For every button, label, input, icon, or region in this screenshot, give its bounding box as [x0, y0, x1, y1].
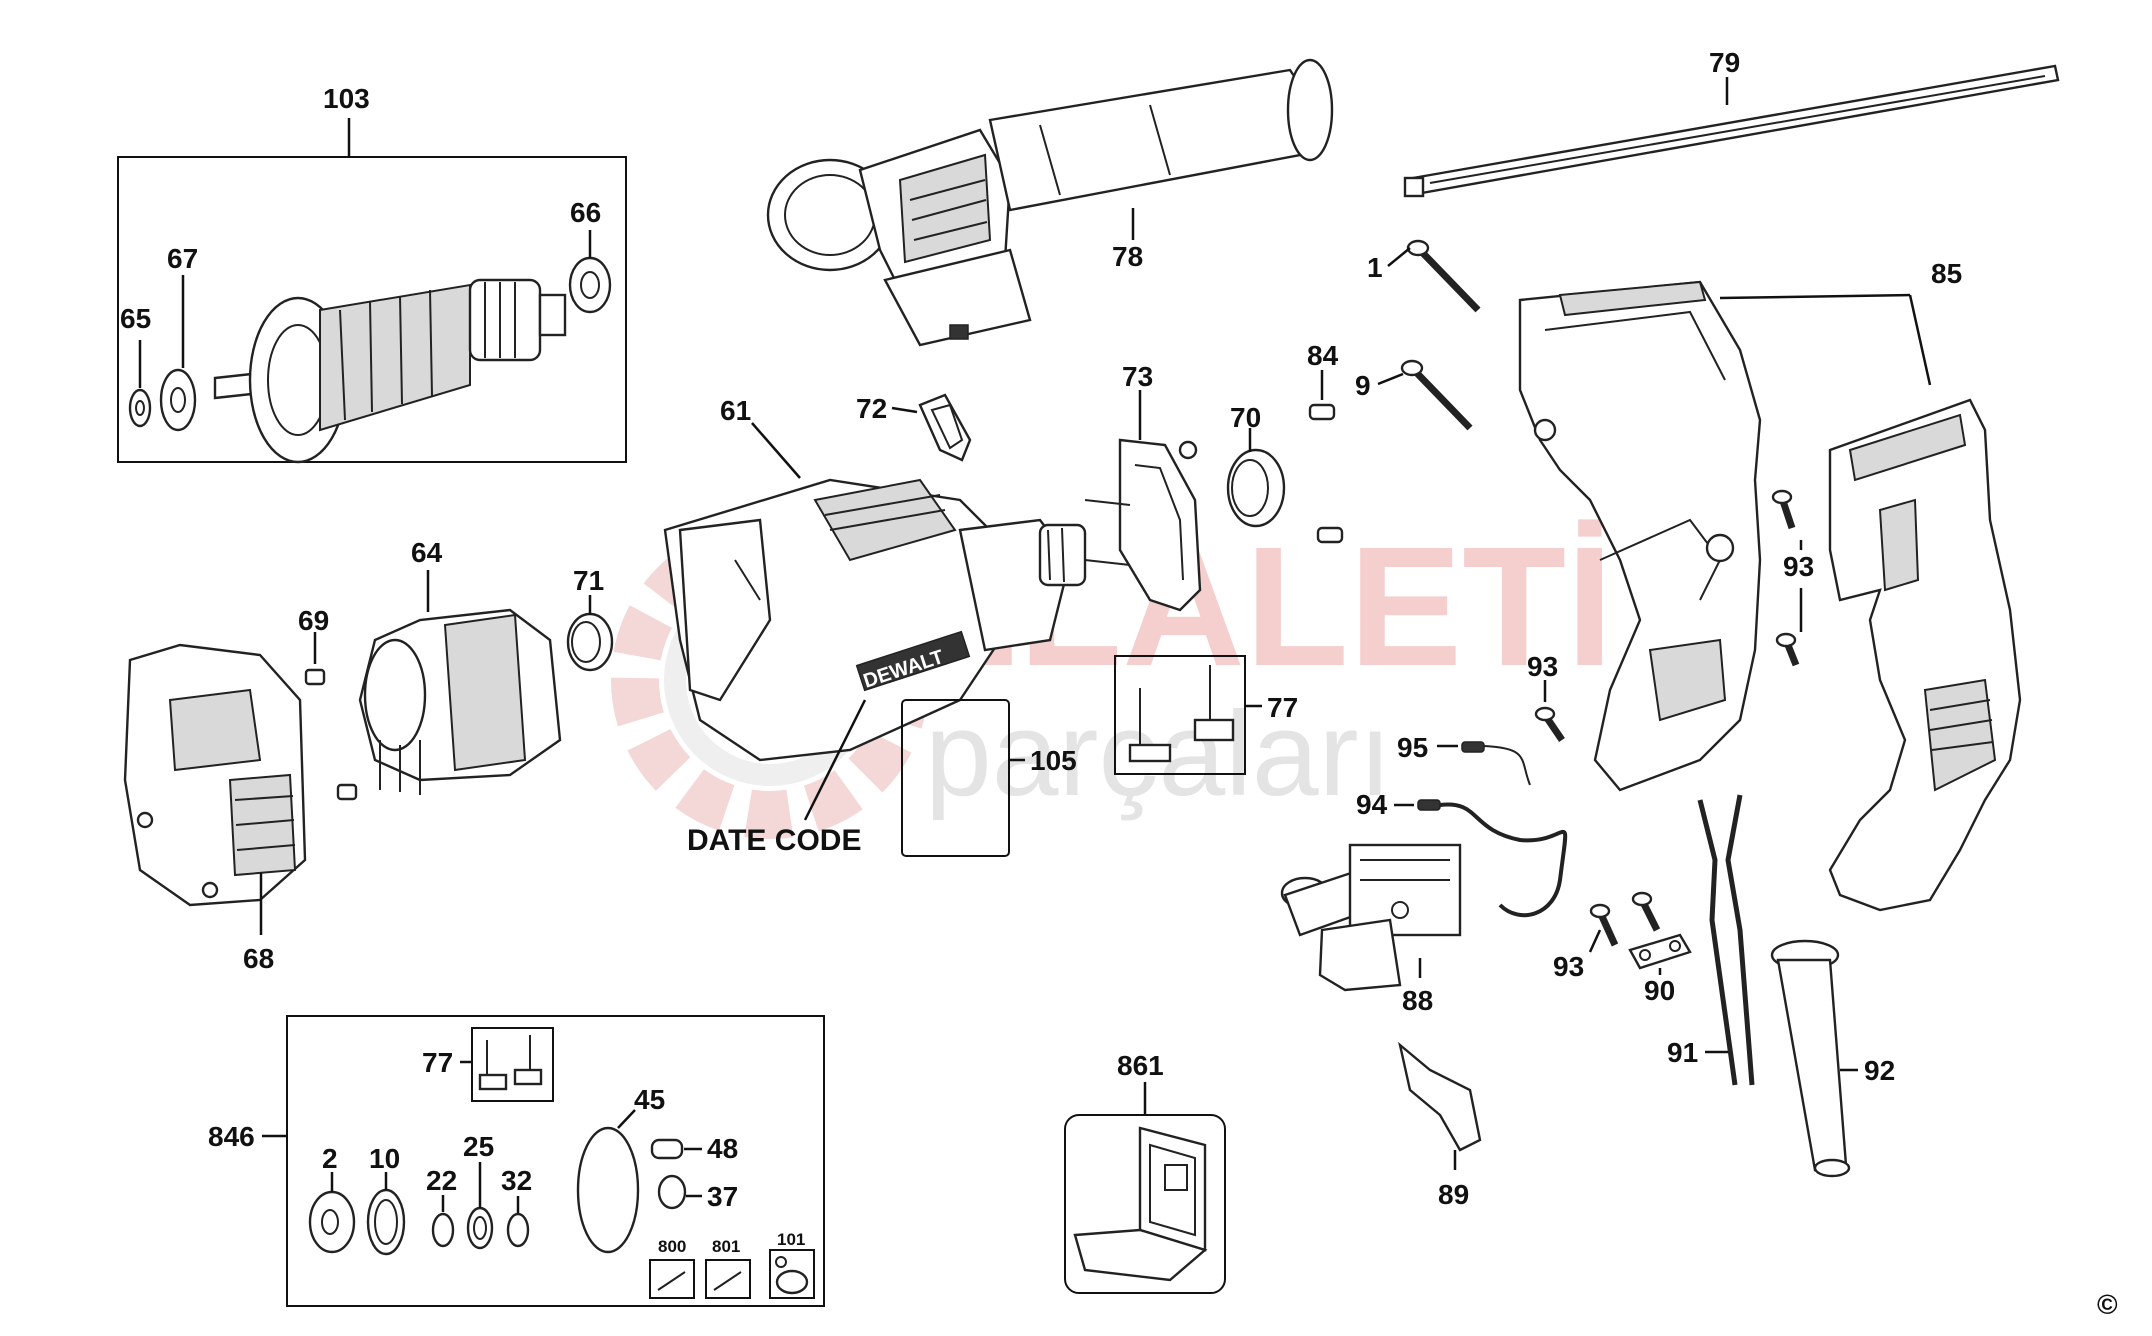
part-79-depth-rod	[1403, 64, 2060, 198]
label-25: 25	[463, 1131, 494, 1162]
part-25	[466, 1206, 494, 1250]
label-88: 88	[1402, 985, 1433, 1016]
label-73: 73	[1122, 361, 1153, 392]
label-90: 90	[1644, 975, 1675, 1006]
part-69-pins	[304, 632, 358, 801]
label-101: 101	[777, 1230, 805, 1249]
label-91: 91	[1667, 1037, 1698, 1068]
part-73-brush-holder	[1084, 390, 1202, 612]
label-89: 89	[1438, 1179, 1469, 1210]
label-1: 1	[1367, 252, 1383, 283]
part-90-cord-clamp	[1628, 933, 1692, 975]
label-78: 78	[1112, 241, 1143, 272]
part-94-wire	[1394, 799, 1568, 918]
label-84: 84	[1307, 340, 1339, 371]
label-92: 92	[1864, 1055, 1895, 1086]
label-800: 800	[658, 1237, 686, 1256]
part-37	[657, 1174, 687, 1210]
label-67: 67	[167, 243, 198, 274]
armature-group	[117, 118, 627, 464]
label-66: 66	[570, 197, 601, 228]
label-48: 48	[707, 1133, 738, 1164]
label-85: 85	[1931, 258, 1962, 289]
part-68-rear-cover	[123, 643, 307, 935]
part-2	[308, 1190, 356, 1254]
part-84-screw	[1308, 370, 1344, 544]
part-70-ring	[1226, 428, 1286, 528]
part-77-carbon-brushes	[1114, 655, 1262, 775]
label-64: 64	[411, 537, 443, 568]
label-93-mid: 93	[1527, 651, 1558, 682]
part-64-field	[358, 570, 562, 795]
part-103-armature	[213, 278, 567, 464]
label-22: 22	[426, 1165, 457, 1196]
accessory-kit-846	[262, 1015, 825, 1307]
part-85-housing	[1518, 280, 2022, 912]
label-37: 37	[707, 1181, 738, 1212]
part-92-cord-guard	[1770, 939, 1858, 1178]
label-69: 69	[298, 605, 329, 636]
part-67-bearing	[159, 368, 197, 432]
label-103: 103	[323, 83, 370, 114]
part-89-clip	[1398, 1041, 1482, 1170]
label-72: 72	[856, 393, 887, 424]
part-91-power-cord	[1697, 794, 1755, 1086]
label-94: 94	[1356, 789, 1388, 820]
part-95-wire	[1437, 741, 1531, 786]
label-77-brush: 77	[1267, 692, 1298, 723]
box-846	[286, 1015, 825, 1307]
label-93-bottom: 93	[1553, 951, 1584, 982]
label-801: 801	[712, 1237, 740, 1256]
part-1-screw	[1387, 239, 1481, 313]
label-105: 105	[1030, 745, 1077, 776]
part-32	[506, 1212, 530, 1248]
part-9-screw	[1377, 359, 1473, 431]
box-77	[1114, 655, 1246, 775]
part-72-bracket	[891, 393, 972, 462]
part-65-washer	[128, 388, 152, 428]
label-2: 2	[322, 1143, 338, 1174]
date-code-label: DATE CODE	[687, 824, 861, 857]
part-45-o-ring	[576, 1126, 640, 1254]
part-801-sheet	[705, 1259, 751, 1299]
part-101-box	[769, 1249, 815, 1299]
box-77-kit	[471, 1027, 554, 1102]
box-103	[117, 156, 627, 463]
label-32: 32	[501, 1165, 532, 1196]
label-10: 10	[369, 1143, 400, 1174]
copyright-symbol: ©	[2097, 1289, 2118, 1320]
label-93-housing: 93	[1783, 551, 1814, 582]
label-70: 70	[1230, 402, 1261, 433]
label-65: 65	[120, 303, 151, 334]
label-45: 45	[634, 1084, 665, 1115]
part-66-bearing	[568, 256, 612, 314]
label-861: 861	[1117, 1050, 1164, 1081]
part-61-gear-housing: DEWALT	[663, 422, 1087, 821]
label-71: 71	[573, 565, 604, 596]
part-48	[650, 1138, 684, 1160]
label-68: 68	[243, 943, 274, 974]
part-105-label	[901, 699, 1025, 857]
part-88-switch	[1280, 843, 1462, 992]
label-77-kit: 77	[422, 1047, 453, 1078]
label-95: 95	[1397, 732, 1428, 763]
part-861-carry-case	[1064, 1082, 1226, 1294]
label-846: 846	[208, 1121, 255, 1152]
part-71-ring	[566, 595, 614, 672]
part-93-screws	[1534, 489, 1803, 953]
part-78-side-handle	[766, 58, 1334, 347]
label-79: 79	[1709, 47, 1740, 78]
part-800-sheet	[649, 1259, 695, 1299]
part-22	[431, 1212, 455, 1248]
label-9: 9	[1355, 370, 1371, 401]
part-labels: 103 66 67 65 78 79 1 85 84 9 61 72 73 70…	[120, 47, 2118, 1320]
label-61: 61	[720, 395, 751, 426]
